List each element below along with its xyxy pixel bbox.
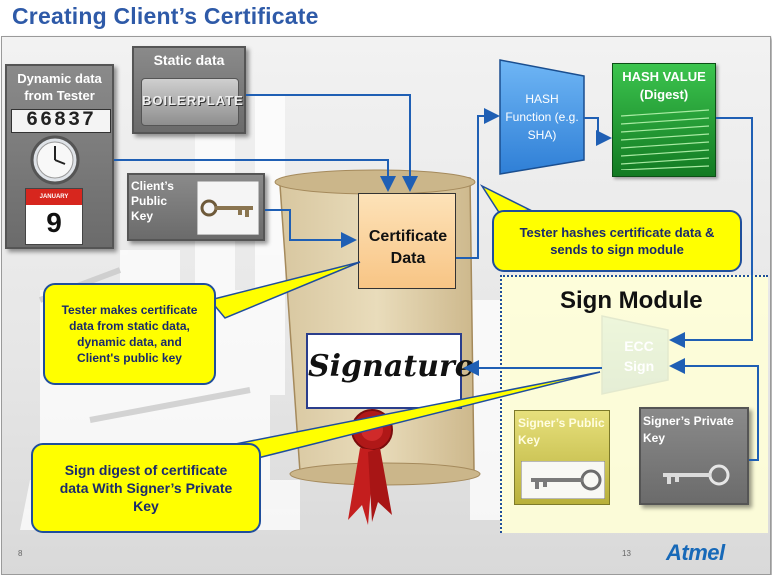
clock-icon [30,135,80,185]
atmel-logo: Atmel [666,540,725,565]
static-data-box: Static data BOILERPLATE [132,46,246,134]
callout-sign-digest: Sign digest of certificate data With Sig… [31,443,261,533]
hash-function-label: HASH Function (e.g. SHA) [505,92,579,142]
signature-text: Signature [308,349,474,384]
callout-tester-makes: Tester makes certificate data from stati… [43,283,216,385]
hash-value-box: HASH VALUE (Digest) [612,63,716,177]
digest-pattern [621,109,709,170]
callout-tester-hashes: Tester hashes certificate data & sends t… [492,210,742,272]
dynamic-data-box: Dynamic data from Tester 66837 JANUARY 9 [5,64,114,249]
client-key-box: Client’s Public Key [127,173,265,241]
boilerplate-text: BOILERPLATE [142,93,244,108]
sign-module-title: Sign Module [560,287,703,314]
certificate-data-label: Certificate Data [368,228,448,267]
static-data-label: Static data [153,52,225,68]
ecc-sign-label: ECC Sign [623,338,655,374]
key-icon [663,464,730,486]
calendar-month: JANUARY [26,189,82,205]
signer-public-key-label: Signer’s Public Key [518,416,605,447]
client-key-label: Client’s Public Key [131,179,174,223]
certificate-data-box: Certificate Data [358,193,456,289]
key-icon [521,461,605,499]
counter-display: 66837 [11,109,111,133]
calendar-day: 9 [46,207,62,238]
footer-right-number: 13 [622,549,631,558]
dynamic-data-label: Dynamic data from Tester [17,71,102,103]
signer-public-key-box: Signer’s Public Key [514,410,610,505]
boilerplate-plate: BOILERPLATE [141,78,244,126]
key-icon [197,181,259,235]
signer-private-key-label: Signer’s Private Key [643,414,734,445]
signature-box: Signature [306,333,474,409]
hash-value-label: HASH VALUE (Digest) [622,69,706,102]
calendar-icon: JANUARY 9 [25,188,83,245]
slide-title: Creating Client’s Certificate [12,3,319,29]
footer-left-number: 8 [18,549,23,558]
signer-private-key-box: Signer’s Private Key [639,407,749,505]
